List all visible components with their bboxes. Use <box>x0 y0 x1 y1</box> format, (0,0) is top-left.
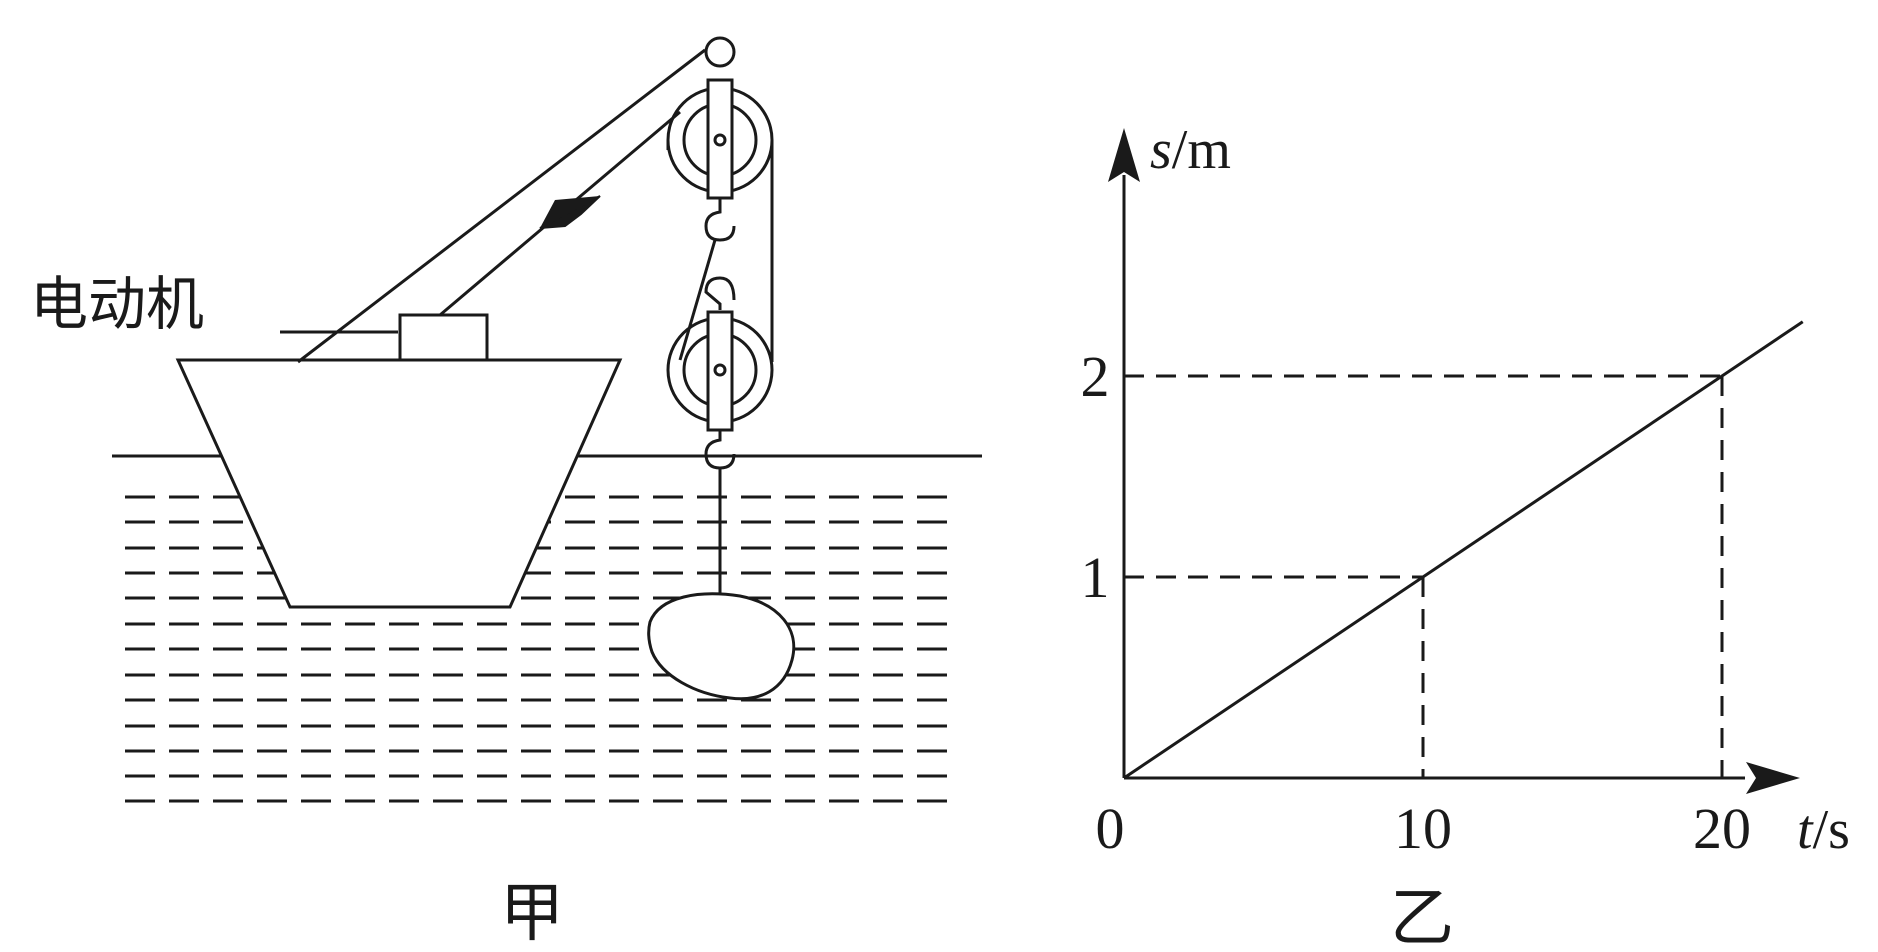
origin-label: 0 <box>1096 796 1125 861</box>
figure-a: 电动机 <box>30 36 982 951</box>
lower-pulley <box>666 310 774 432</box>
x-axis-label: t/s <box>1797 799 1850 861</box>
motor-label: 电动机 <box>30 270 204 338</box>
line-series <box>1123 320 1804 780</box>
caption-a: 甲 <box>500 877 564 951</box>
caption-b: 乙 <box>1390 882 1454 952</box>
boat-hull <box>175 358 623 609</box>
y-tick-label: 2 <box>1081 344 1110 409</box>
rock <box>647 592 796 701</box>
dashed-guides <box>1124 374 1724 778</box>
lower-pulley-bottom-hook <box>704 430 736 470</box>
lower-pulley-top-hook <box>704 276 736 310</box>
x-tick-label: 10 <box>1394 796 1452 861</box>
motor <box>398 313 489 362</box>
series-line <box>1123 320 1804 780</box>
x-axis-arrow <box>1746 762 1800 794</box>
rope-left-strand <box>678 239 717 361</box>
top-hook-ring <box>704 36 736 68</box>
y-axis-arrow <box>1108 128 1140 182</box>
upper-pulley-hook <box>704 198 736 242</box>
x-tick-label: 20 <box>1693 796 1751 861</box>
tick-labels: 10 20 1 2 <box>1081 344 1752 861</box>
y-axis-label: s/m <box>1150 119 1231 181</box>
rope-arrow-head <box>540 196 600 228</box>
figure-b: s/m t/s 0 10 20 1 2 乙 <box>1081 119 1850 952</box>
y-tick-label: 1 <box>1081 545 1110 610</box>
upper-pulley <box>666 78 774 200</box>
crane-boom <box>297 48 706 364</box>
